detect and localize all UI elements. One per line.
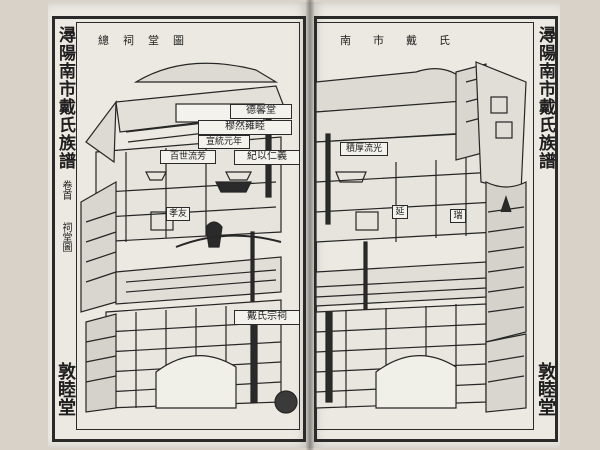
left-spine-bottom: 敦睦堂: [55, 362, 76, 416]
right-spine-title: 潯陽南市戴氏族譜: [535, 26, 555, 170]
right-side-sign-right: 瑞: [450, 209, 466, 223]
book-gutter: [306, 0, 314, 450]
left-page-border: [52, 16, 306, 442]
couplet-plaque: 紀以仁義: [234, 150, 300, 165]
hall-name-plaque: 德馨堂: [230, 104, 292, 119]
left-illustration-frame: [76, 22, 300, 430]
small-plaque: 宣統元年: [198, 135, 250, 149]
ancestral-hall-woodcut-right: [316, 61, 527, 413]
side-plaque-1: 百世流芳: [160, 150, 216, 164]
top-plaque: 穆然雍睦: [198, 120, 292, 135]
right-spine-bottom: 敦睦堂: [535, 362, 556, 416]
left-spine-section: 祠堂圖: [60, 222, 71, 252]
left-page: 潯陽南市戴氏族譜 卷首 祠堂圖 敦睦堂 總祠堂圖: [48, 2, 310, 448]
left-spine-volume: 卷首: [60, 180, 71, 200]
gate-plaque: 戴氏宗祠: [234, 310, 300, 325]
right-side-sign-left: 延: [392, 205, 408, 219]
open-book: 潯陽南市戴氏族譜 卷首 祠堂圖 敦睦堂 總祠堂圖: [48, 0, 560, 450]
right-side-plaque: 積厚流光: [340, 142, 388, 156]
ancestral-hall-woodcut-left: [80, 62, 298, 414]
left-illustration-title: 總祠堂圖: [98, 34, 198, 47]
side-plaque-2: 孝友: [166, 207, 190, 221]
right-illustration-title: 南市戴氏: [340, 34, 472, 47]
left-spine-title: 潯陽南市戴氏族譜: [55, 26, 75, 170]
right-page: 潯陽南市戴氏族譜 敦睦堂 南市戴氏: [310, 2, 560, 448]
